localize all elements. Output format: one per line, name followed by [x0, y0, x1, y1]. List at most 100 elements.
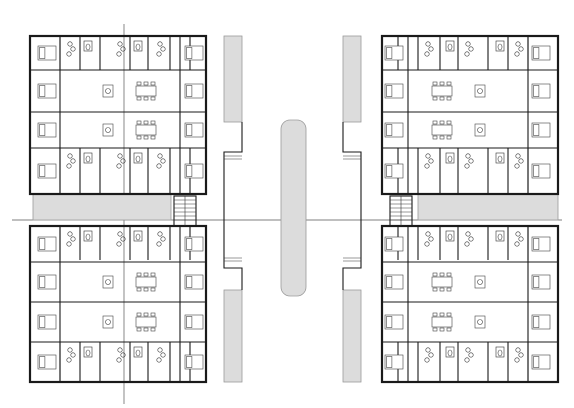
plant: [67, 153, 73, 159]
chair: [143, 81, 149, 86]
plant: [464, 357, 470, 363]
toilet: [447, 233, 453, 241]
plant: [514, 357, 520, 363]
plant: [120, 352, 126, 358]
chair: [432, 327, 438, 332]
pillow: [386, 356, 393, 368]
chair: [136, 287, 142, 292]
plant: [117, 153, 123, 159]
pillow: [533, 85, 540, 97]
chair: [446, 312, 452, 317]
west-strip-bottom: [223, 289, 243, 383]
bath-fixture: [445, 152, 455, 164]
pillow: [39, 238, 46, 250]
plant: [468, 352, 474, 358]
dining-table: [135, 85, 157, 97]
plant: [67, 41, 73, 47]
pillow: [186, 276, 193, 288]
plant: [157, 41, 163, 47]
plant: [70, 158, 76, 164]
plant: [514, 163, 520, 169]
chair: [150, 120, 156, 125]
pillow: [533, 47, 540, 59]
plant: [518, 158, 524, 164]
pillow: [39, 316, 46, 328]
plant: [116, 357, 122, 363]
toilet: [85, 349, 91, 357]
plant: [518, 46, 524, 52]
plant: [468, 46, 474, 52]
plant: [116, 241, 122, 247]
west-corridor: [32, 193, 172, 221]
chair: [432, 96, 438, 101]
chair: [446, 96, 452, 101]
toilet: [497, 233, 503, 241]
plant: [515, 347, 521, 353]
bath-fixture: [495, 346, 505, 358]
pillow: [533, 165, 540, 177]
plant: [428, 46, 434, 52]
pillow: [533, 124, 540, 136]
west-walkway-frame: [223, 122, 243, 290]
chair: [150, 327, 156, 332]
plant: [160, 46, 166, 52]
plant: [515, 153, 521, 159]
plant: [120, 158, 126, 164]
plant: [465, 347, 471, 353]
chair: [136, 96, 142, 101]
pillow: [533, 316, 540, 328]
pillow: [186, 165, 193, 177]
plant: [117, 231, 123, 237]
plant: [160, 352, 166, 358]
coffee-table: [477, 319, 483, 325]
plant: [424, 51, 430, 57]
chair: [432, 272, 438, 277]
toilet: [85, 233, 91, 241]
pillow: [386, 47, 393, 59]
chair: [150, 135, 156, 140]
chair: [143, 287, 149, 292]
chair: [439, 135, 445, 140]
plant: [464, 163, 470, 169]
chair: [446, 272, 452, 277]
dining-table: [135, 316, 157, 328]
plant: [464, 241, 470, 247]
plant: [468, 158, 474, 164]
toilet: [497, 155, 503, 163]
chair: [432, 135, 438, 140]
west-strip-top: [223, 35, 243, 123]
bath-fixture: [133, 40, 143, 52]
plant: [116, 51, 122, 57]
dining-table: [431, 316, 453, 328]
plant: [66, 51, 72, 57]
plant: [66, 163, 72, 169]
plant: [156, 241, 162, 247]
bath-fixture: [445, 230, 455, 242]
plant: [70, 352, 76, 358]
chair: [143, 120, 149, 125]
plant: [156, 163, 162, 169]
coffee-table: [105, 279, 111, 285]
east-stair: [389, 195, 413, 227]
chair: [439, 81, 445, 86]
pillow: [386, 316, 393, 328]
central-planter: [280, 119, 307, 297]
plant: [518, 352, 524, 358]
chair: [439, 96, 445, 101]
pillow: [186, 85, 193, 97]
bath-fixture: [495, 152, 505, 164]
chair: [150, 272, 156, 277]
east-corridor: [417, 193, 559, 221]
chair: [143, 135, 149, 140]
plant: [160, 236, 166, 242]
toilet: [497, 43, 503, 51]
pillow: [186, 124, 193, 136]
chair: [136, 327, 142, 332]
dining-table: [431, 276, 453, 288]
plant: [425, 347, 431, 353]
west-block: [28, 34, 208, 384]
dining-table: [431, 124, 453, 136]
chair: [446, 135, 452, 140]
plant: [157, 231, 163, 237]
